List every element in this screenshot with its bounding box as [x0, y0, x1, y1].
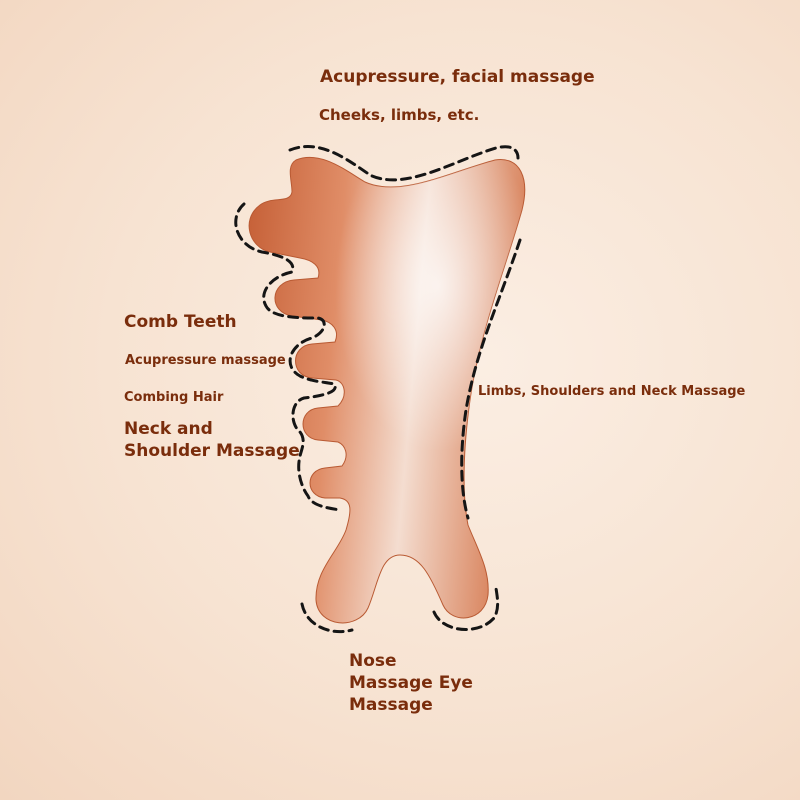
neck-label-line1: Neck and: [124, 419, 213, 439]
neck-label-line2: Shoulder Massage: [124, 441, 300, 461]
combing-hair-label: Combing Hair: [124, 390, 224, 405]
dashed-outline: [234, 145, 522, 634]
stone-highlight: [296, 157, 525, 525]
limbs-massage-label: Limbs, Shoulders and Neck Massage: [478, 384, 746, 399]
bottom-right-dashed-guide: [432, 586, 500, 631]
comb-teeth-dashed-guide: [234, 202, 342, 512]
bottom-left-dashed-guide: [300, 602, 354, 634]
nose-label-line2: Massage Eye: [349, 673, 473, 693]
comb-teeth-label: Comb Teeth: [124, 312, 237, 332]
nose-label-line1: Nose: [349, 651, 397, 671]
acupressure-massage-label: Acupressure massage: [125, 353, 286, 368]
top-dashed-guide: [288, 145, 520, 182]
nose-label-line3: Massage: [349, 695, 433, 715]
top-title-label: Acupressure, facial massage: [320, 67, 595, 87]
right-dashed-guide: [460, 238, 522, 520]
top-subtitle-label: Cheeks, limbs, etc.: [319, 106, 480, 124]
